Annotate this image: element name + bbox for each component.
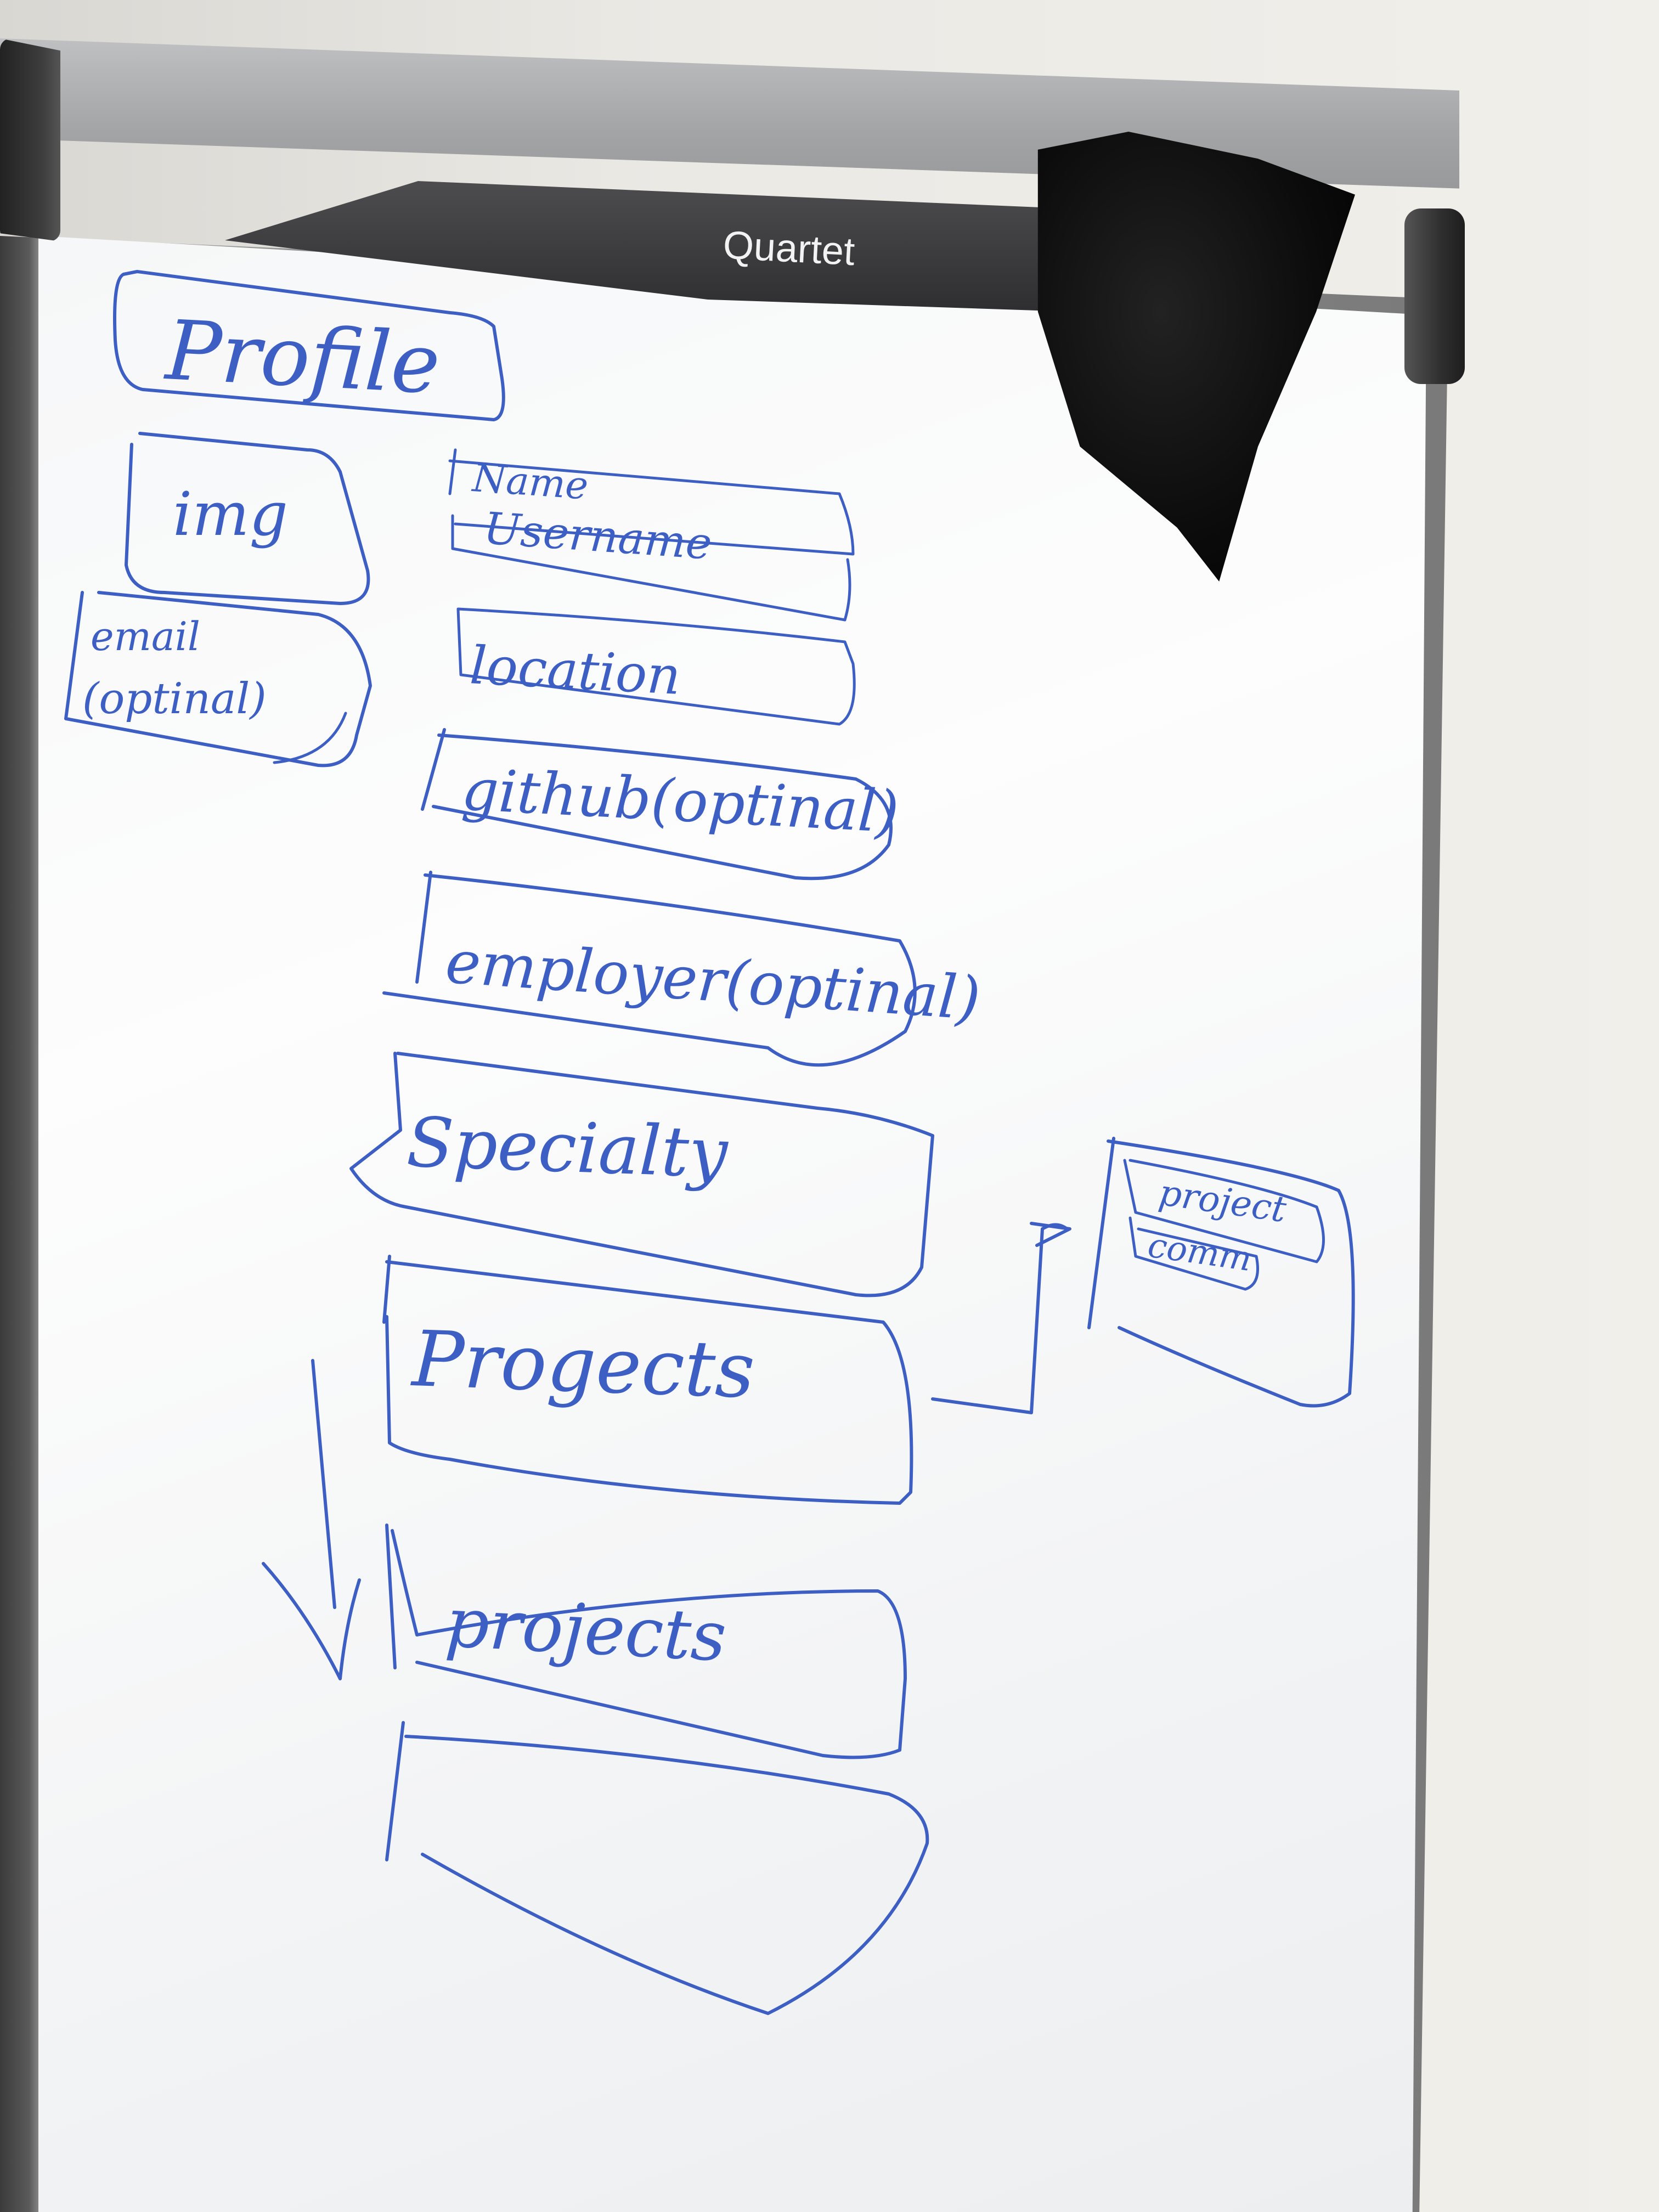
name-label: Name	[470, 455, 590, 509]
header-end-cap-right	[1404, 208, 1465, 384]
email-optional-label: (optinal)	[82, 674, 267, 724]
location-label: location	[469, 635, 682, 707]
specialty-label: Specialty	[405, 1103, 730, 1193]
location-field-box: location	[456, 607, 856, 726]
projects-label-1: Progects	[409, 1314, 757, 1416]
github-label: github(optinal)	[460, 756, 901, 846]
name-field-box: Name	[448, 448, 855, 556]
empty-project-placeholder	[385, 1721, 929, 2015]
img-label: img	[173, 479, 288, 549]
projects-connector-arrow	[931, 1222, 1071, 1414]
username-field-box: Username	[451, 503, 851, 622]
detail-comm-label: comm	[1146, 1225, 1254, 1279]
scroll-down-arrow-icon	[262, 1359, 361, 1680]
specialty-field-box: Specialty	[349, 1052, 934, 1297]
detail-project-label: project	[1156, 1172, 1289, 1231]
email-label: email	[91, 613, 200, 659]
email-field-box: email (optinal)	[64, 591, 372, 768]
projects-label-2: projects	[443, 1583, 728, 1677]
employer-field-box: employer(optinal)	[382, 871, 983, 1067]
profile-title-box: Profile	[113, 270, 505, 421]
whiteboard-surface	[38, 236, 1426, 2212]
projects-card-1: Progects	[382, 1255, 913, 1505]
github-field-box: github(optinal)	[421, 728, 901, 881]
header-end-cap-left	[0, 38, 60, 241]
projects-card-2: projects	[385, 1523, 907, 1759]
project-detail-box: project comm	[1087, 1137, 1355, 1408]
profile-title-text: Profile	[162, 303, 442, 413]
img-placeholder-box: img	[125, 432, 370, 605]
